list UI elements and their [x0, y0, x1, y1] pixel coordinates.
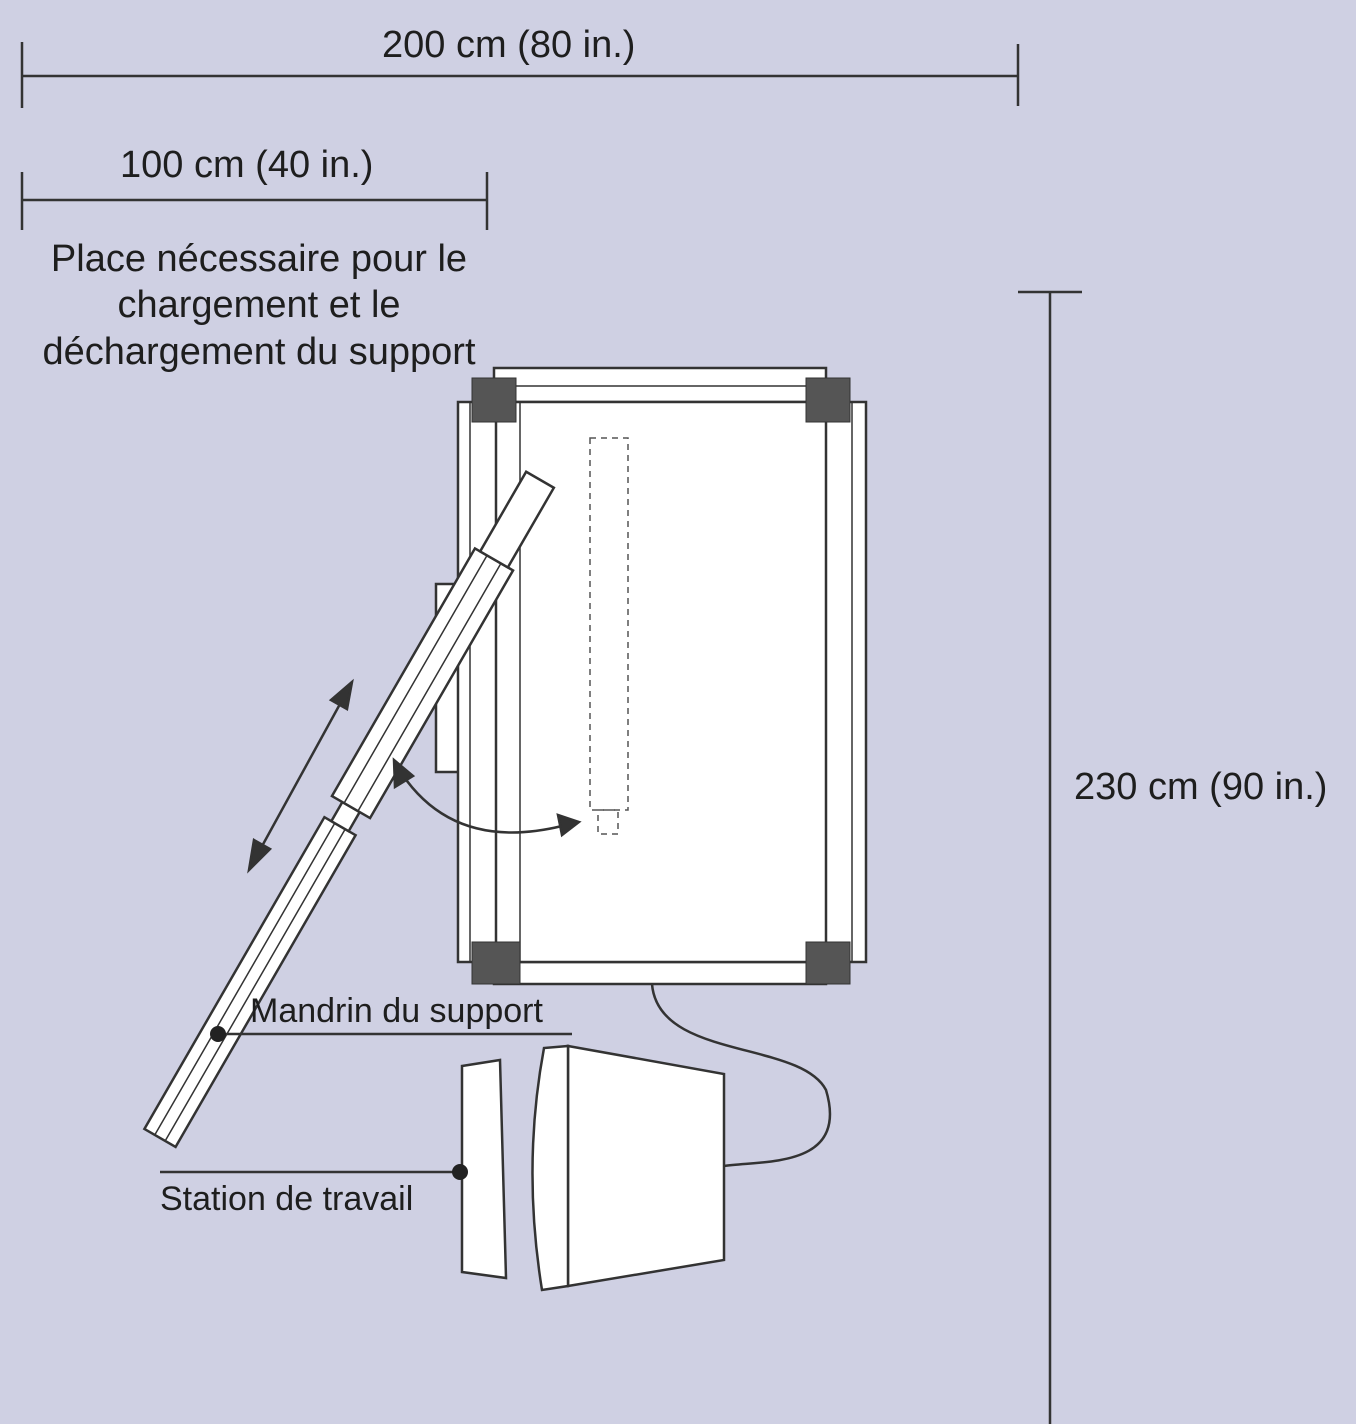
depth-dimension: [1018, 290, 1082, 1424]
width-dimension-loading-label: 100 cm (40 in.): [120, 144, 374, 186]
width-dimension-loading: [20, 172, 489, 230]
width-dimension-overall-label: 200 cm (80 in.): [382, 24, 636, 66]
workstation-label: Station de travail: [160, 1180, 414, 1218]
printer-top-rail: [492, 366, 828, 404]
printer-bottom-rail: [492, 960, 828, 986]
callout-dot-spindle: [210, 1026, 226, 1042]
printer-inner-panel: [494, 400, 828, 964]
spindle-end-cap: [478, 470, 556, 570]
width-dimension-overall: [20, 42, 1020, 108]
workstation: [460, 1044, 726, 1292]
printer-cable: [650, 983, 832, 1168]
callout-dot-workstation: [452, 1164, 468, 1180]
media-spindle-label: Mandrin du support: [250, 992, 543, 1030]
linear-motion-arrow: [247, 678, 354, 874]
depth-dimension-label: 230 cm (90 in.): [1074, 766, 1328, 808]
media-spindle: [142, 470, 556, 1149]
workstation-monitor-back: [566, 1044, 726, 1288]
printer-corners: [471, 377, 851, 985]
rotation-arrow: [392, 757, 582, 838]
loading-space-note: Place nécessaire pour le chargement et l…: [42, 238, 476, 373]
workstation-monitor-screen: [531, 1044, 570, 1292]
workstation-keyboard: [460, 1058, 508, 1280]
printer-body: [434, 366, 868, 986]
callout-leaders: [160, 1032, 572, 1174]
spindle-loaded-position: [589, 437, 629, 835]
